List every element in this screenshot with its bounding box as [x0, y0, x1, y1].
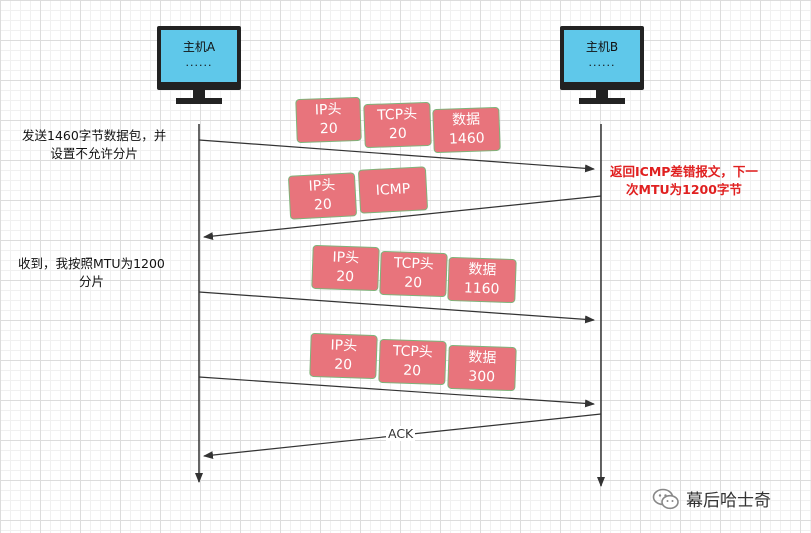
watermark: 幕后哈士奇: [652, 486, 771, 511]
wechat-icon: [652, 488, 679, 509]
note-received-line-1: 收到，我按照MTU为1200: [18, 256, 165, 271]
message-arrow-send-1460: [198, 139, 595, 173]
host-a-label: 主机A: [182, 40, 216, 54]
ack-label: ACK: [386, 426, 416, 441]
packet-3-ip-header: IP头 20: [311, 244, 380, 292]
host-b-label: 主机B: [585, 40, 619, 54]
note-send-1460-line-1: 发送1460字节数据包，并: [22, 128, 167, 143]
packet-3-tcp-header: TCP头 20: [379, 250, 448, 298]
packet-4-data: 数据 300: [447, 344, 517, 392]
note-icmp-error-line-1: 返回ICMP差错报文，下一: [610, 164, 758, 179]
packet-1-ip-header: IP头 20: [295, 96, 362, 144]
note-received: 收到，我按照MTU为1200 分片: [18, 255, 165, 291]
host-a-monitor-icon: [157, 26, 241, 104]
message-arrow-send-300: [198, 376, 595, 408]
message-arrow-icmp-error: [203, 195, 602, 241]
packet-1-tcp-header: TCP头 20: [363, 101, 432, 149]
packet-2-ip-header: IP头 20: [287, 172, 358, 220]
host-a-dots: ......: [185, 56, 213, 69]
packet-4-ip-header: IP头 20: [309, 332, 378, 380]
note-icmp-error-line-2: 次MTU为1200字节: [626, 182, 742, 197]
note-icmp-error: 返回ICMP差错报文，下一 次MTU为1200字节: [610, 163, 758, 199]
packet-3-data: 数据 1160: [447, 256, 517, 304]
packet-1-data: 数据 1460: [432, 106, 501, 154]
note-send-1460: 发送1460字节数据包，并 设置不允许分片: [22, 127, 166, 163]
message-arrow-send-1160: [198, 291, 595, 324]
packet-2-icmp: ICMP: [357, 166, 429, 214]
host-b-monitor-icon: [560, 26, 644, 104]
host-b-dots: ......: [588, 56, 616, 69]
watermark-text: 幕后哈士奇: [686, 491, 771, 511]
note-send-1460-line-2: 设置不允许分片: [50, 146, 138, 161]
packet-4-tcp-header: TCP头 20: [378, 338, 447, 386]
note-received-line-2: 分片: [78, 274, 104, 289]
